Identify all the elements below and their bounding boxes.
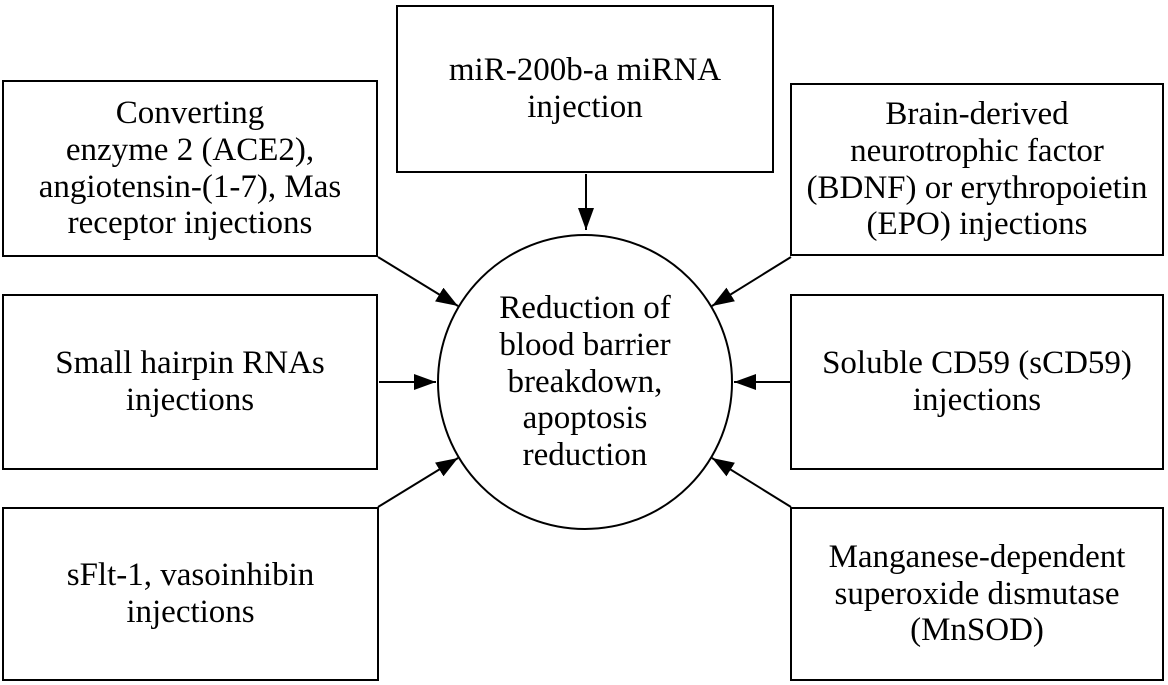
arrow-sflt1-to-center xyxy=(377,457,459,508)
node-mir200b: miR-200b-a miRNA injection xyxy=(396,5,774,173)
node-sflt1: sFlt-1, vasoinhibin injections xyxy=(2,507,379,681)
node-mnsod-label: Manganese-dependent superoxide dismutase… xyxy=(828,538,1126,649)
node-mir200b-label: miR-200b-a miRNA injection xyxy=(448,52,722,125)
node-bdnf-epo-label: Brain-derived neurotrophic factor (BDNF)… xyxy=(806,95,1148,243)
center-ellipse-label: Reduction of blood barrier breakdown, ap… xyxy=(499,289,671,474)
node-sflt1-label: sFlt-1, vasoinhibin injections xyxy=(66,557,315,630)
arrow-bdnf-to-center xyxy=(711,256,792,307)
node-scd59-label: Soluble CD59 (sCD59) injections xyxy=(822,345,1132,418)
node-bdnf-epo: Brain-derived neurotrophic factor (BDNF)… xyxy=(790,83,1164,256)
arrow-mnsod-to-center xyxy=(711,457,792,508)
center-ellipse: Reduction of blood barrier breakdown, ap… xyxy=(437,234,733,530)
node-mnsod: Manganese-dependent superoxide dismutase… xyxy=(790,507,1164,681)
node-shrna-label: Small hairpin RNAs injections xyxy=(55,345,325,418)
node-shrna: Small hairpin RNAs injections xyxy=(2,294,378,470)
node-scd59: Soluble CD59 (sCD59) injections xyxy=(790,294,1164,470)
arrow-ace2-to-center xyxy=(377,256,459,307)
node-ace2: Converting enzyme 2 (ACE2), angiotensin-… xyxy=(2,80,378,257)
node-ace2-label: Converting enzyme 2 (ACE2), angiotensin-… xyxy=(38,94,342,242)
